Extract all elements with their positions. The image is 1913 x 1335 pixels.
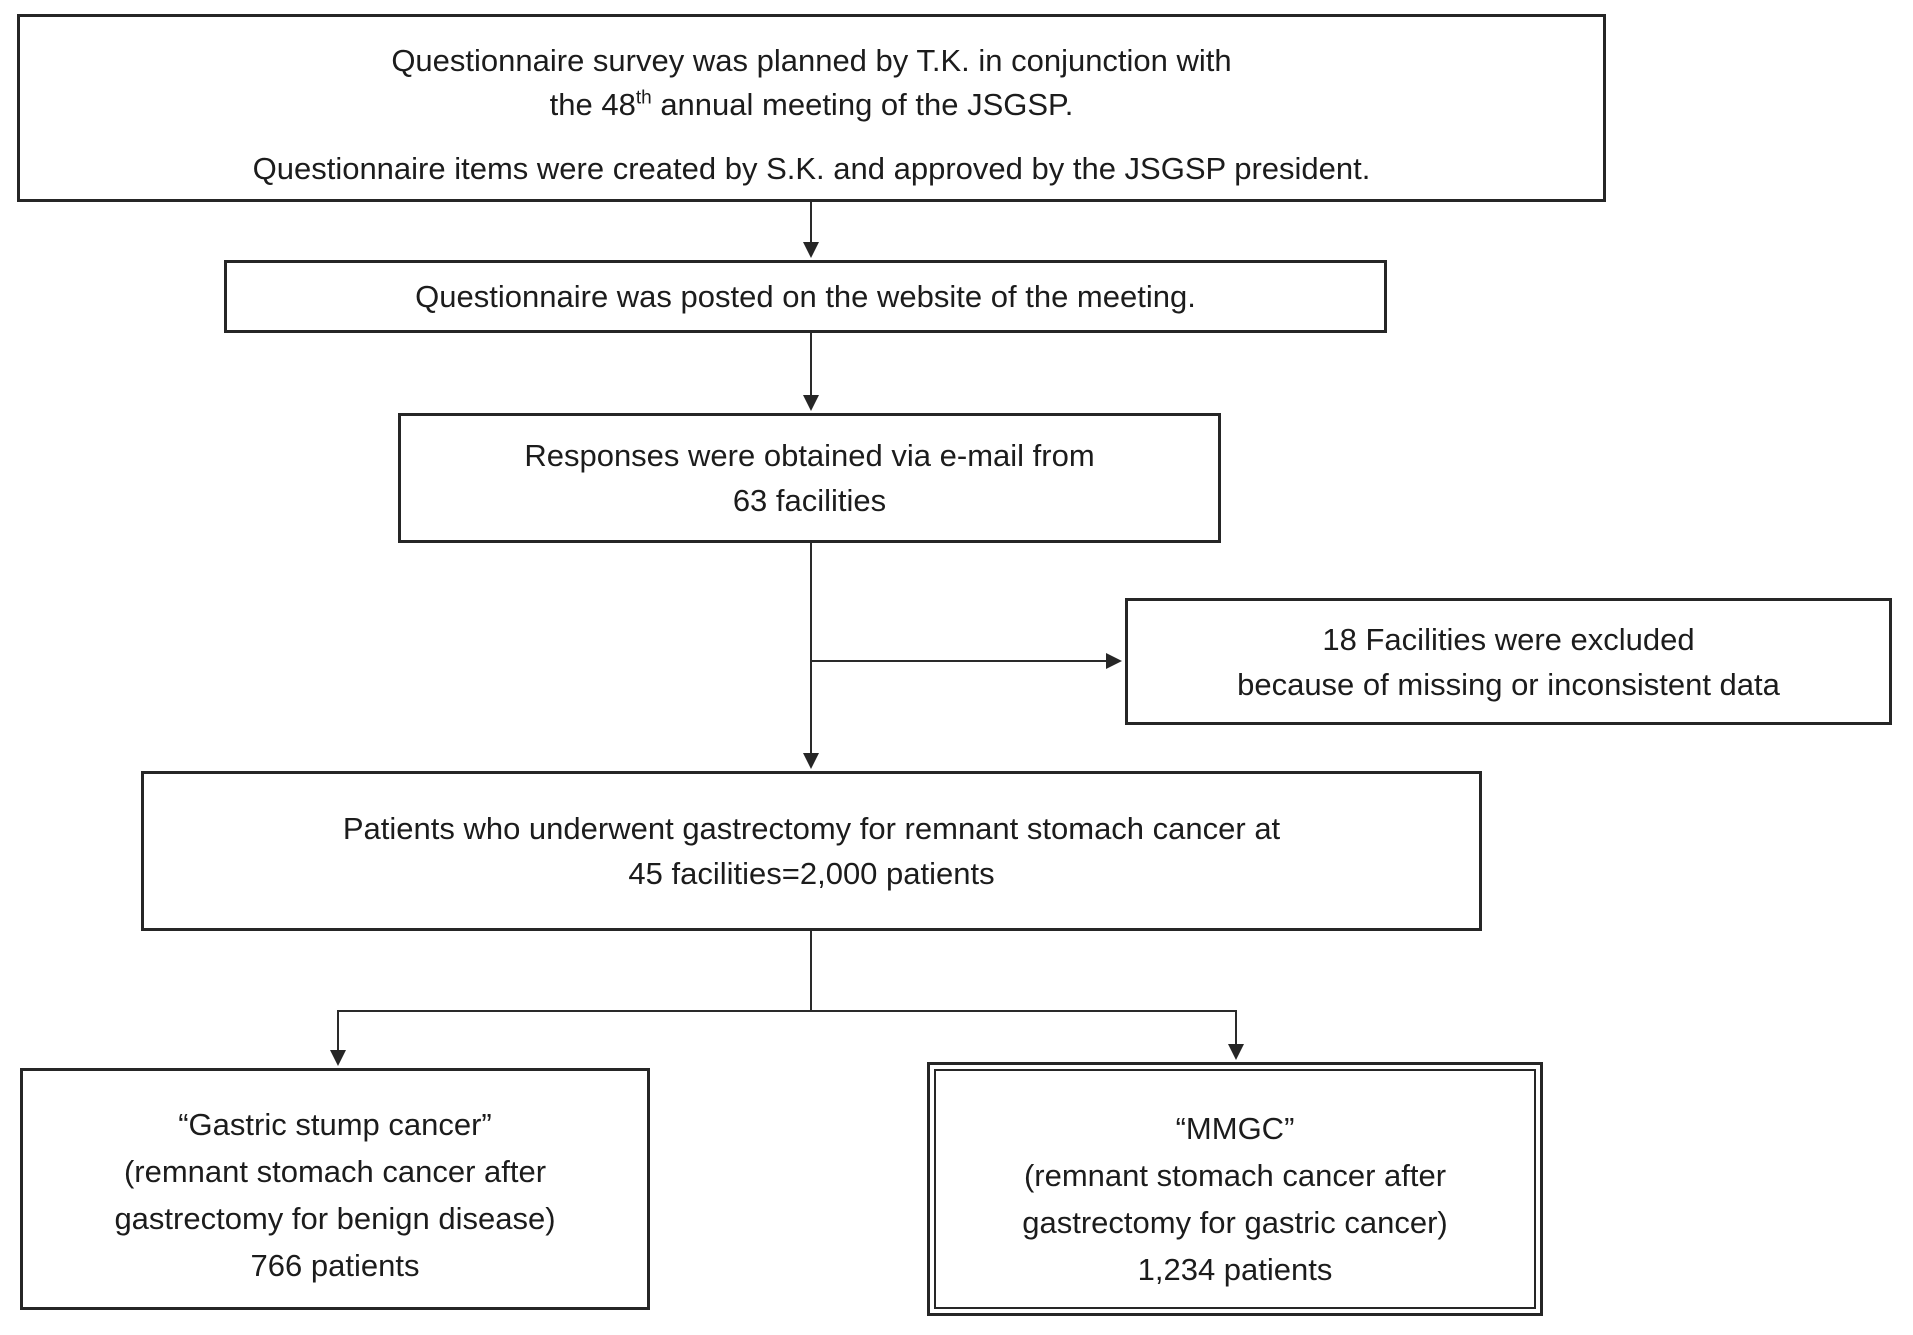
box-mmgc-inner-border: “MMGC” (remnant stomach cancer after gas…: [934, 1069, 1536, 1309]
connector-patients-to-split: [810, 931, 812, 1011]
box-mmgc: “MMGC” (remnant stomach cancer after gas…: [927, 1062, 1543, 1316]
box-patients-gastrectomy: Patients who underwent gastrectomy for r…: [141, 771, 1482, 931]
box-questionnaire-posted: Questionnaire was posted on the website …: [224, 260, 1387, 333]
box-gastric-stump-cancer: “Gastric stump cancer” (remnant stomach …: [20, 1068, 650, 1310]
planning-line-2: the 48th annual meeting of the JSGSP.: [20, 83, 1603, 127]
planning-line-2-prefix: the 48: [549, 87, 636, 122]
planning-line-2-suffix: annual meeting of the JSGSP.: [651, 87, 1074, 122]
patients-line-2: 45 facilities=2,000 patients: [628, 856, 995, 891]
arrowhead-down-stump: [330, 1050, 346, 1066]
planning-line-2-superscript: th: [635, 87, 652, 109]
box-survey-planning: Questionnaire survey was planned by T.K.…: [17, 14, 1606, 202]
arrowhead-down-posted: [803, 242, 819, 258]
mmgc-line-2: (remnant stomach cancer after: [1023, 1158, 1447, 1193]
responses-line-1: Responses were obtained via e-mail from: [524, 438, 1095, 473]
box-responses-obtained: Responses were obtained via e-mail from …: [398, 413, 1221, 543]
stump-line-2: (remnant stomach cancer after: [123, 1154, 547, 1189]
stump-line-1: “Gastric stump cancer”: [178, 1107, 492, 1142]
box-survey-planning-text: Questionnaire survey was planned by T.K.…: [20, 17, 1603, 199]
posted-line-1: Questionnaire was posted on the website …: [415, 279, 1196, 314]
stump-line-3: gastrectomy for benign disease): [114, 1201, 556, 1236]
arrowhead-down-responses: [803, 395, 819, 411]
planning-paragraph-1: Questionnaire survey was planned by T.K.…: [20, 39, 1603, 127]
mmgc-line-1: “MMGC”: [1175, 1111, 1295, 1146]
planning-line-3: Questionnaire items were created by S.K.…: [252, 151, 1371, 186]
box-facilities-excluded: 18 Facilities were excluded because of m…: [1125, 598, 1892, 725]
connector-split-horizontal: [337, 1010, 1237, 1012]
connector-split-to-mmgc: [1235, 1011, 1237, 1045]
connector-responses-to-patients: [810, 543, 812, 755]
excluded-line-1: 18 Facilities were excluded: [1322, 621, 1695, 657]
connector-planning-to-posted: [810, 202, 812, 242]
responses-line-2: 63 facilities: [732, 483, 887, 518]
connector-branch-to-excluded: [811, 660, 1106, 662]
patients-line-1: Patients who underwent gastrectomy for r…: [342, 811, 1281, 846]
arrowhead-right-excluded: [1106, 653, 1122, 669]
planning-paragraph-2: Questionnaire items were created by S.K.…: [20, 147, 1603, 191]
arrowhead-down-mmgc: [1228, 1044, 1244, 1060]
excluded-line-2: because of missing or inconsistent data: [1237, 666, 1780, 702]
connector-split-to-stump: [337, 1011, 339, 1051]
mmgc-line-3: gastrectomy for gastric cancer): [1022, 1205, 1448, 1240]
arrowhead-down-patients: [803, 753, 819, 769]
connector-posted-to-responses: [810, 333, 812, 395]
planning-line-1: Questionnaire survey was planned by T.K.…: [391, 43, 1232, 78]
mmgc-line-4: 1,234 patients: [1137, 1252, 1333, 1287]
stump-line-4: 766 patients: [250, 1248, 420, 1283]
